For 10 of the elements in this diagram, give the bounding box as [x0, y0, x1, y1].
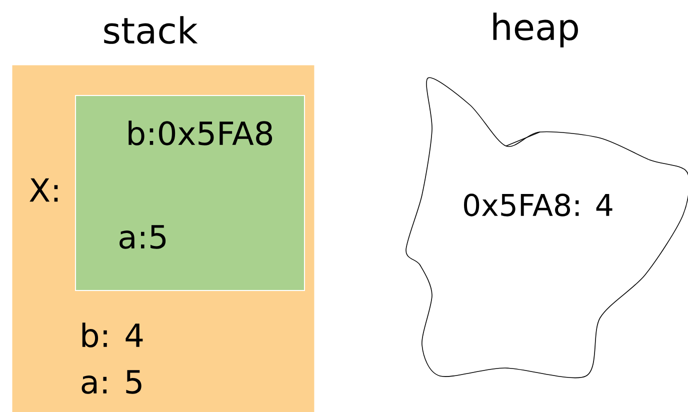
label: heap	[493, 12, 578, 48]
label: b: 4	[82, 322, 143, 348]
label: X:	[30, 178, 58, 202]
heap-blob	[406, 12, 688, 378]
label: a: 5	[82, 370, 142, 394]
label: 0x5FA8: 4	[464, 194, 612, 216]
label: stack	[104, 16, 198, 44]
label: a:5	[120, 225, 166, 249]
label: b:0x5FA8	[128, 120, 272, 146]
frame-box	[75, 95, 305, 291]
